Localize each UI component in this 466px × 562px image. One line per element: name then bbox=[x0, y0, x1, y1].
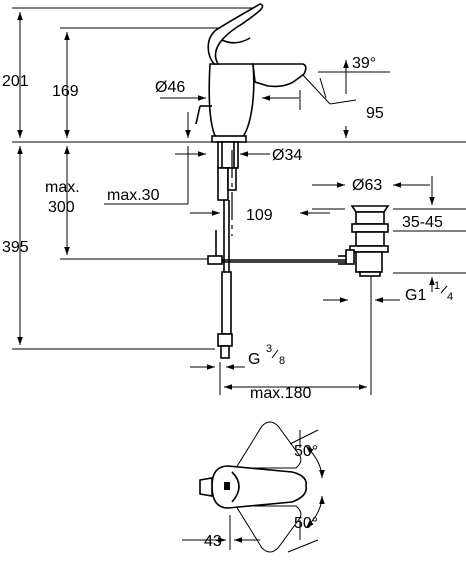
faucet-body-elevation bbox=[195, 3, 346, 359]
label-max: max. bbox=[45, 179, 80, 196]
label-diam-46: Ø46 bbox=[155, 79, 185, 96]
label-max-30: max.30 bbox=[107, 187, 160, 204]
label-g-den: 8 bbox=[279, 355, 285, 367]
label-109: 109 bbox=[246, 207, 273, 224]
label-g-num: 3 bbox=[266, 343, 272, 355]
label-50-degrees-top: 50° bbox=[294, 443, 318, 460]
dimension-lines bbox=[17, 12, 435, 543]
pop-up-waste bbox=[338, 205, 390, 277]
label-50-degrees-bottom: 50° bbox=[294, 515, 318, 532]
label-300: 300 bbox=[48, 199, 75, 216]
label-g1-den: 4 bbox=[447, 291, 453, 303]
label-95: 95 bbox=[366, 105, 384, 122]
label-35-45: 35-45 bbox=[402, 214, 443, 231]
label-g1-num: 1 bbox=[434, 280, 440, 292]
label-395: 395 bbox=[2, 239, 29, 256]
label-max-180: max.180 bbox=[250, 385, 311, 402]
label-169: 169 bbox=[52, 83, 79, 100]
label-43: 43 bbox=[204, 533, 222, 550]
label-g1: G1 bbox=[405, 287, 426, 304]
dimension-labels: 201 169 Ø46 39° 95 Ø34 max. 300 max.30 1… bbox=[2, 55, 453, 550]
faucet-top-view bbox=[199, 421, 325, 553]
label-diam-34: Ø34 bbox=[272, 147, 302, 164]
label-diam-63: Ø63 bbox=[352, 177, 382, 194]
label-g: G bbox=[248, 351, 260, 368]
label-201: 201 bbox=[2, 73, 29, 90]
label-39-degrees: 39° bbox=[352, 55, 376, 72]
